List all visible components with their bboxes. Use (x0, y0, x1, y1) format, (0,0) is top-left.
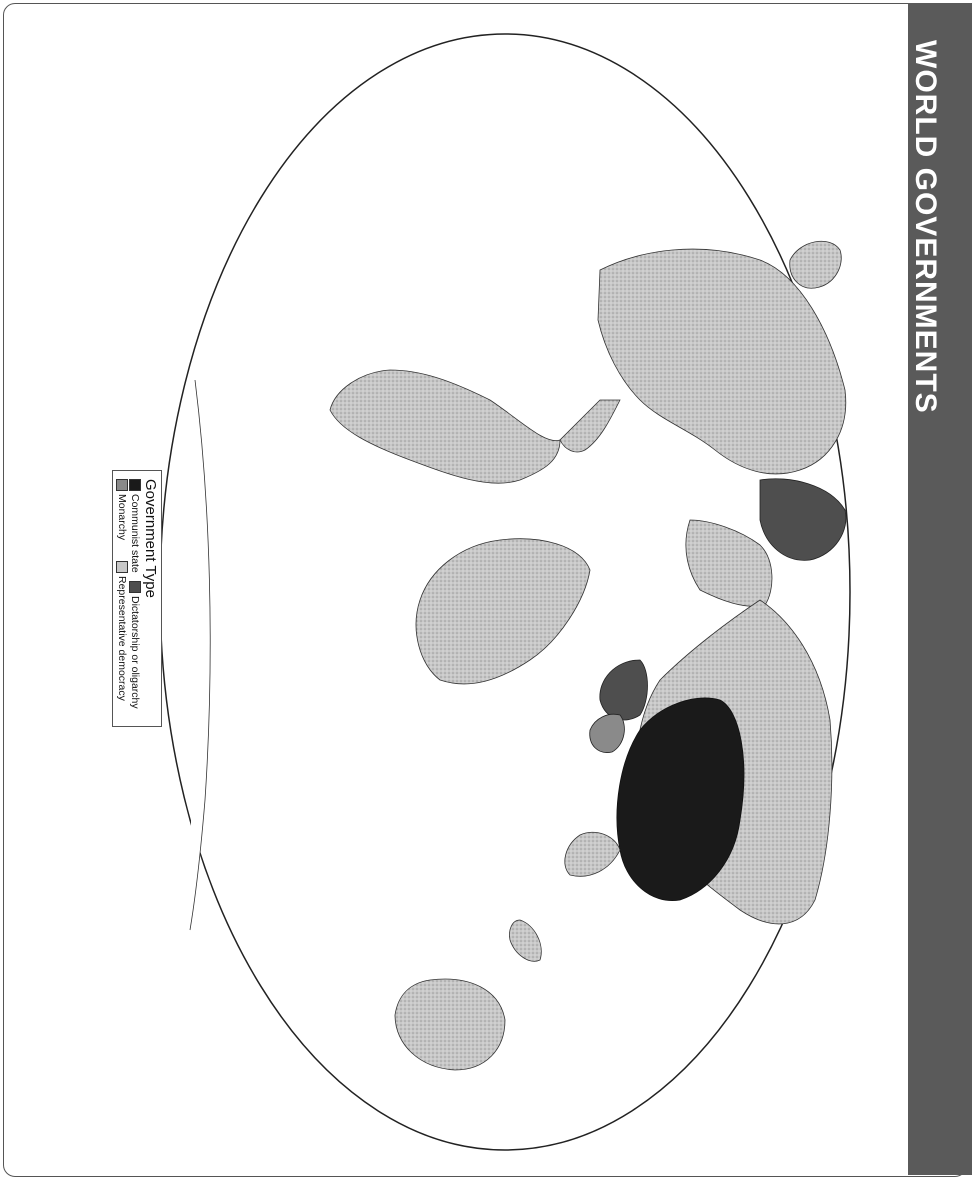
africa (415, 538, 591, 685)
swatch-dictatorship (129, 581, 142, 593)
legend-label: Dictatorship or oligarchy (129, 596, 142, 709)
south-america (329, 369, 561, 484)
saudi-arabia (589, 713, 625, 753)
australia (394, 978, 506, 1071)
legend-label: Communist state (129, 494, 142, 573)
india (564, 831, 621, 877)
dark-region-north (759, 478, 847, 561)
north-america (597, 248, 847, 475)
legend-label: Representative democracy (116, 576, 129, 701)
indonesia (509, 919, 542, 962)
central-america (559, 399, 621, 453)
swatch-monarchy (116, 479, 129, 491)
swatch-communist (129, 479, 142, 491)
legend-title: Government Type (142, 479, 159, 598)
legend-item-communist: Communist state (129, 479, 142, 573)
title-band (908, 3, 972, 1175)
legend-item-dictatorship: Dictatorship or oligarchy (129, 581, 142, 709)
legend-label: Monarchy (116, 494, 129, 541)
legend-content: Government Type Communist state Dictator… (113, 471, 161, 726)
swatch-democracy (116, 561, 129, 573)
legend-item-monarchy: Monarchy (116, 479, 129, 541)
china (616, 697, 745, 902)
legend-item-democracy: Representative democracy (116, 561, 129, 701)
greenland (789, 241, 842, 289)
legend: Government Type Communist state Dictator… (112, 470, 162, 727)
antarctica (189, 379, 211, 931)
